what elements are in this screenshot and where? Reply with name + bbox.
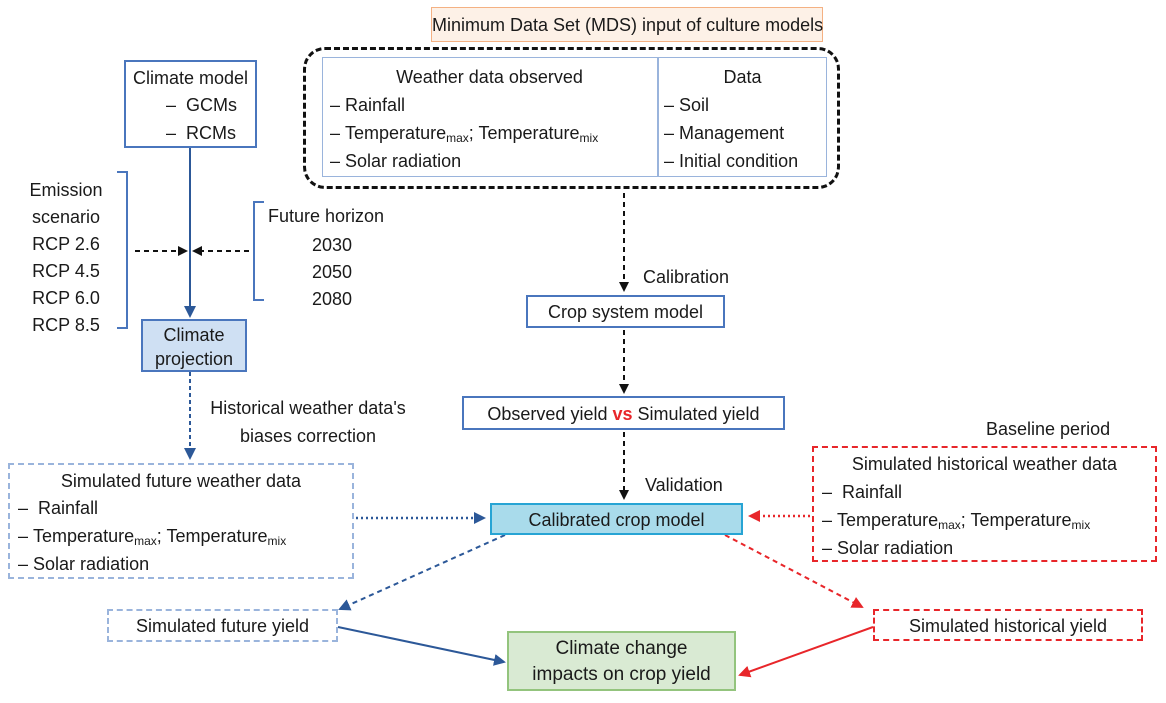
arrow-future-yield-to-impacts [337, 626, 506, 666]
historical-weather-temperature: – Temperaturemax; Temperaturemix [822, 510, 1091, 532]
data-item-soil: – Soil [664, 95, 710, 115]
arrow-historical-yield-to-impacts [738, 626, 874, 678]
weather-observed-rainfall: – Rainfall [330, 95, 406, 115]
data-box-title: Data [723, 67, 762, 87]
horizon-bracket [253, 201, 264, 301]
data-item-management: – Management [664, 123, 785, 143]
mds-title-box: Minimum Data Set (MDS) input of culture … [431, 7, 823, 42]
emission-line-4: RCP 6.0 [32, 288, 100, 308]
mds-group [303, 47, 840, 189]
emission-line-0: Emission [29, 180, 103, 200]
future-weather-temperature: – Temperaturemax; Temperaturemix [18, 526, 287, 548]
simulated-future-yield-box: Simulated future yield [107, 609, 338, 642]
climate-model-gcms: – GCMs [166, 95, 238, 115]
climate-change-impacts-box: Climate change impacts on crop yield [507, 631, 736, 691]
emission-line-1: scenario [31, 207, 101, 227]
simulated-historical-yield-box: Simulated historical yield [873, 609, 1143, 641]
climate-model-box: Climate model – GCMs – RCMs [124, 60, 257, 148]
simulated-future-yield-label: Simulated future yield [135, 616, 310, 636]
simulated-historical-weather-box: Simulated historical weather data – Rain… [812, 446, 1157, 562]
future-horizon-2080: 2080 [312, 289, 353, 309]
crop-system-model-box: Crop system model [526, 295, 725, 328]
data-item-initial-condition: – Initial condition [664, 151, 799, 171]
weather-observed-title: Weather data observed [396, 67, 583, 87]
weather-observed-solar: – Solar radiation [330, 151, 462, 171]
climate-model-title: Climate model [132, 68, 249, 88]
emission-line-2: RCP 2.6 [32, 234, 100, 254]
calibrated-crop-model-label: Calibrated crop model [528, 510, 705, 530]
calibration-label: Calibration [643, 267, 730, 287]
emission-line-5: RCP 8.5 [32, 315, 100, 335]
simulated-historical-yield-label: Simulated historical yield [908, 616, 1108, 636]
emission-line-3: RCP 4.5 [32, 261, 100, 281]
impacts-line-1: impacts on crop yield [532, 664, 711, 685]
future-horizon-2030: 2030 [312, 235, 353, 255]
historical-weather-title: Simulated historical weather data [851, 454, 1118, 474]
arrow-calibrated-to-future-yield [338, 534, 506, 611]
historical-weather-solar: – Solar radiation [822, 538, 954, 558]
bias-correction-line-0: Historical weather data's [210, 398, 406, 418]
weather-data-panel [322, 57, 827, 177]
future-horizon-title: Future horizon [268, 206, 385, 226]
historical-weather-rainfall: – Rainfall [822, 482, 903, 502]
simulated-future-weather-box: Simulated future weather data – Rainfall… [8, 463, 354, 579]
future-weather-solar: – Solar radiation [18, 554, 150, 574]
climate-projection-line-1: projection [154, 349, 234, 369]
future-weather-title: Simulated future weather data [60, 471, 302, 491]
weather-observed-temperature: – Temperaturemax; Temperaturemix [330, 123, 599, 145]
baseline-period-label: Baseline period [986, 419, 1111, 439]
vs-text: vs [612, 404, 633, 424]
bias-correction-line-1: biases correction [239, 426, 377, 446]
yield-compare-label: Observed yield vs Simulated yield [487, 404, 760, 424]
weather-data-divider [657, 58, 659, 176]
mds-title: Minimum Data Set (MDS) input of culture … [432, 15, 824, 35]
climate-projection-line-0: Climate [163, 325, 225, 345]
impacts-line-0: Climate change [555, 638, 688, 659]
calibrated-crop-model-box: Calibrated crop model [490, 503, 743, 535]
future-weather-rainfall: – Rainfall [18, 498, 99, 518]
emission-bracket [117, 171, 128, 329]
climate-projection-box: Climate projection [141, 319, 247, 372]
arrow-calibrated-to-historical-yield [724, 534, 864, 608]
yield-compare-box: Observed yield vs Simulated yield [462, 396, 785, 430]
climate-model-rcms: – RCMs [166, 123, 237, 143]
crop-system-model-label: Crop system model [547, 302, 704, 322]
future-horizon-2050: 2050 [312, 262, 353, 282]
validation-label: Validation [645, 475, 723, 495]
